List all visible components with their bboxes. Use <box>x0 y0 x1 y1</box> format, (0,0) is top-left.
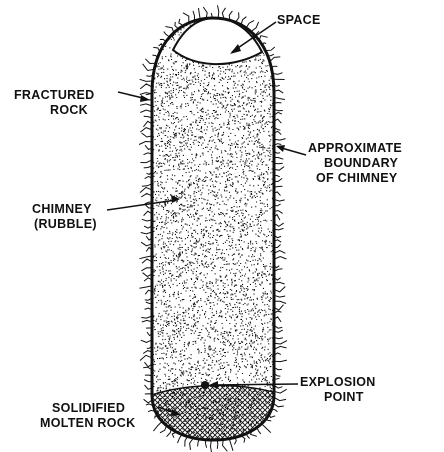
rubble-stipple <box>150 16 277 442</box>
explosion-point-dot <box>201 381 209 389</box>
label-fractured-rock: FRACTURED ROCK <box>14 88 98 117</box>
arrowhead-boundary <box>276 145 285 152</box>
arrowhead-fractured-rock <box>140 95 150 102</box>
label-space: SPACE <box>277 13 321 27</box>
label-solidified-molten-rock: SOLIDIFIED MOLTEN ROCK <box>40 401 135 430</box>
arrowhead-chimney <box>171 195 180 203</box>
leader-explosion <box>212 384 298 385</box>
label-approximate-boundary: APPROXIMATE BOUNDARY OF CHIMNEY <box>308 141 406 185</box>
label-explosion-point: EXPLOSION POINT <box>300 375 379 404</box>
label-chimney-rubble: CHIMNEY (RUBBLE) <box>32 202 97 231</box>
chimney-rubble-fill <box>150 16 277 442</box>
